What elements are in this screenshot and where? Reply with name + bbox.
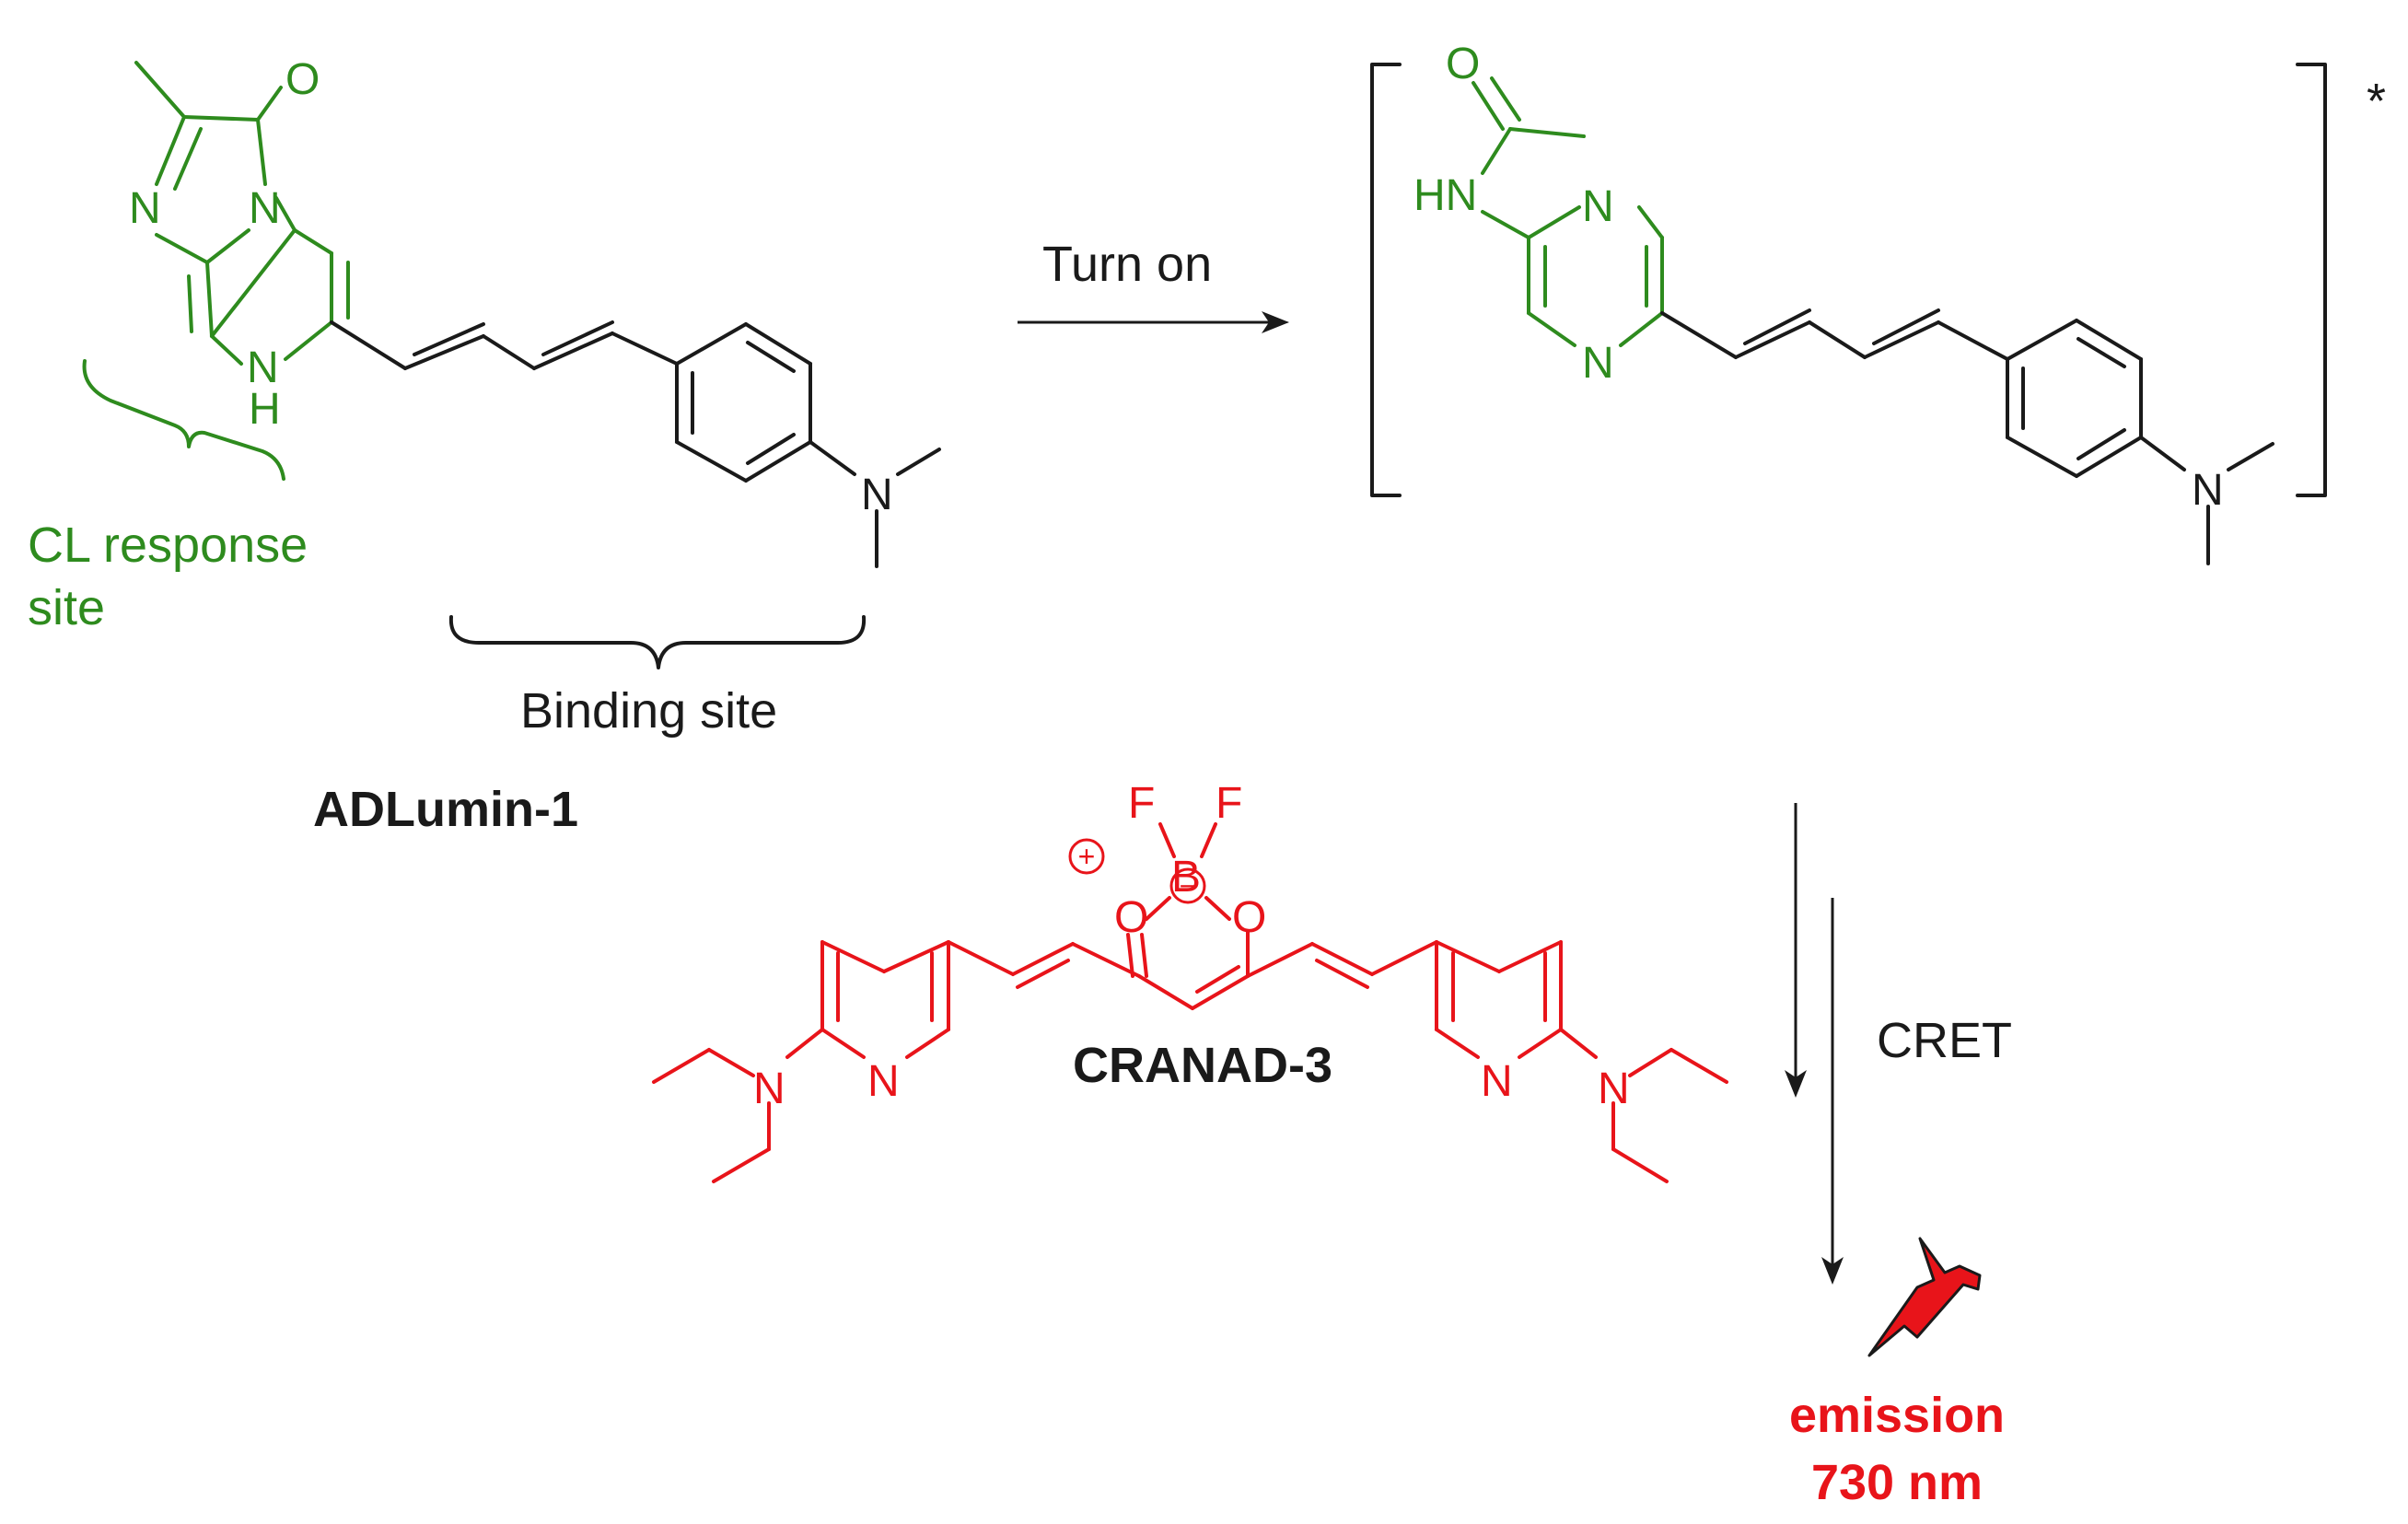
atom-o: O: [1446, 40, 1480, 88]
cret-arrows: [1785, 803, 1844, 1285]
atom-f: F: [1216, 779, 1242, 828]
adlumin-linker-black: [330, 320, 941, 568]
excited-state-star: *: [2367, 74, 2386, 129]
atom-f: F: [1128, 779, 1155, 828]
binding-site-label: Binding site: [520, 683, 777, 739]
negative-charge: −: [1169, 867, 1206, 904]
atom-n: N: [1481, 1057, 1513, 1106]
cranad-bonds: [652, 822, 1728, 1183]
emission-wavelength: 730 nm: [1811, 1455, 1983, 1510]
pyrazine-green: [1472, 76, 1664, 347]
cranad-atoms: F F B O O N N N N: [753, 779, 1630, 1113]
charge-plus: +: [1078, 840, 1096, 873]
atom-o: O: [1232, 893, 1266, 942]
adlumin-name: ADLumin-1: [313, 782, 578, 837]
adlumin-core-atoms: O N N N H: [129, 55, 320, 434]
atom-b: B: [1171, 853, 1201, 902]
cret-label: CRET: [1877, 1013, 2012, 1068]
cl-response-label: CL response: [28, 518, 308, 573]
atom-h: H: [249, 385, 281, 434]
atom-hn: HN: [1413, 171, 1477, 220]
atom-n: N: [867, 1057, 900, 1106]
excited-product: * O HN N N: [1370, 40, 2386, 565]
atom-n: N: [1582, 182, 1614, 231]
adlumin-molecule: O N N N H: [129, 55, 941, 568]
atom-o: O: [285, 55, 320, 104]
cranad-name: CRANAD-3: [1073, 1038, 1332, 1093]
atom-n: N: [247, 343, 279, 392]
turn-on-label: Turn on: [1042, 237, 1212, 292]
cranad-molecule: F F B O O N N N N + − CRANAD-3: [652, 779, 1728, 1183]
binding-site-brace: [448, 615, 867, 669]
emission-label: emission: [1789, 1388, 2005, 1443]
product-linker-black: [1660, 308, 2274, 565]
pyrazine-atoms: O HN N N: [1413, 40, 1614, 388]
charge-minus: −: [1180, 869, 1197, 902]
atom-n: N: [2192, 466, 2224, 515]
atom-n: N: [1598, 1064, 1630, 1113]
turn-on-arrow: [1018, 311, 1289, 333]
excited-brackets: [1370, 63, 2327, 497]
atom-n: N: [861, 471, 893, 519]
arrow-right-icon: [1262, 311, 1289, 333]
atom-o: O: [1114, 893, 1148, 942]
atom-n: N: [1582, 339, 1614, 388]
lightning-bolt-icon: [1867, 1237, 1982, 1357]
cl-response-label: site: [28, 580, 105, 635]
atom-n: N: [129, 184, 161, 233]
adlumin-core-green: [134, 61, 350, 366]
arrow-down-icon: [1821, 1257, 1844, 1285]
cl-response-brace: [82, 359, 285, 481]
atom-n: N: [753, 1064, 785, 1113]
atom-n: N: [249, 184, 281, 233]
arrow-down-icon: [1785, 1070, 1807, 1098]
positive-charge: +: [1068, 838, 1105, 875]
